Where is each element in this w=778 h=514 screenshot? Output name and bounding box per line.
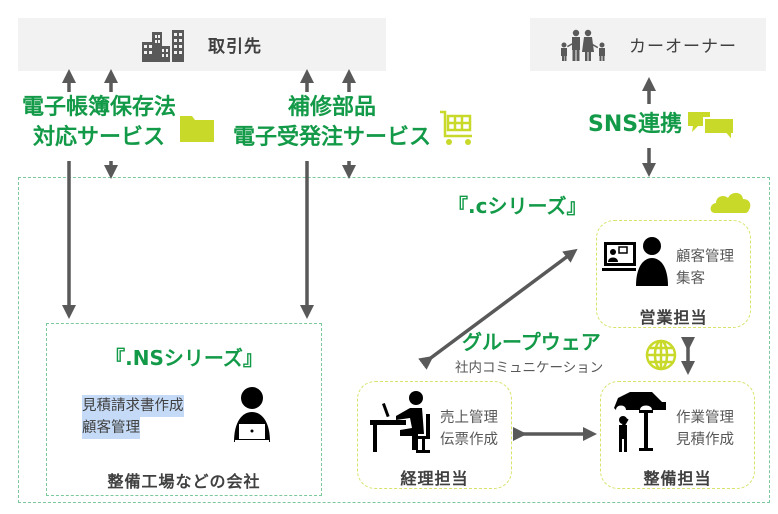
shopping-cart-icon: [440, 110, 472, 145]
ns-task: 見積請求書作成: [82, 395, 184, 417]
arrow-accounting-sales: [418, 248, 578, 370]
car-owner-box: カーオーナー: [530, 18, 766, 71]
desk-worker-icon: [370, 391, 430, 453]
accounting-role-box: [357, 381, 512, 489]
partner-box: 取引先: [18, 18, 386, 71]
c-series-container: [18, 177, 770, 503]
ledger-service-label: 電子帳簿保存法 対応サービス: [21, 95, 176, 150]
folder-icon: [180, 116, 214, 142]
globe-icon: [645, 339, 677, 371]
sales-tasks: 顧客管理 集客: [676, 246, 734, 290]
ns-series-title: 『.NSシリーズ』: [105, 346, 263, 370]
ns-series-tasks: 見積請求書作成 顧客管理: [82, 395, 184, 439]
accounting-task: 売上管理: [440, 410, 498, 426]
accounting-tasks: 売上管理 伝票作成: [440, 407, 498, 451]
ns-series-box: [46, 323, 322, 496]
maintenance-task: 見積作成: [676, 432, 734, 448]
sales-role-box: [596, 220, 751, 328]
ns-series-caption: 整備工場などの会社: [107, 472, 261, 491]
sales-task: 集客: [676, 271, 705, 287]
car-owner-label: カーオーナー: [629, 37, 737, 57]
parts-service-label: 補修部品 電子受発注サービス: [232, 95, 431, 150]
cloud-icon: [710, 192, 751, 213]
sns-link-label: SNS連携: [588, 112, 683, 137]
sales-task: 顧客管理: [676, 249, 734, 265]
car-lift-mechanic-icon: [614, 392, 666, 452]
sales-role-title: 営業担当: [639, 308, 708, 327]
person-laptop-icon: [234, 387, 270, 442]
accounting-task: 伝票作成: [440, 432, 498, 448]
family-icon: [561, 29, 605, 61]
buildings-icon: [142, 29, 184, 62]
c-series-title: 『.cシリーズ』: [448, 194, 587, 218]
maintenance-tasks: 作業管理 見積作成: [676, 407, 734, 451]
maintenance-role-title: 整備担当: [643, 469, 712, 488]
chat-bubbles-icon: [688, 112, 735, 142]
ns-task: 顧客管理: [82, 417, 140, 439]
partner-label: 取引先: [208, 37, 262, 57]
maintenance-task: 作業管理: [676, 410, 734, 426]
accounting-role-title: 経理担当: [400, 469, 469, 488]
video-call-person-icon: [602, 237, 668, 286]
